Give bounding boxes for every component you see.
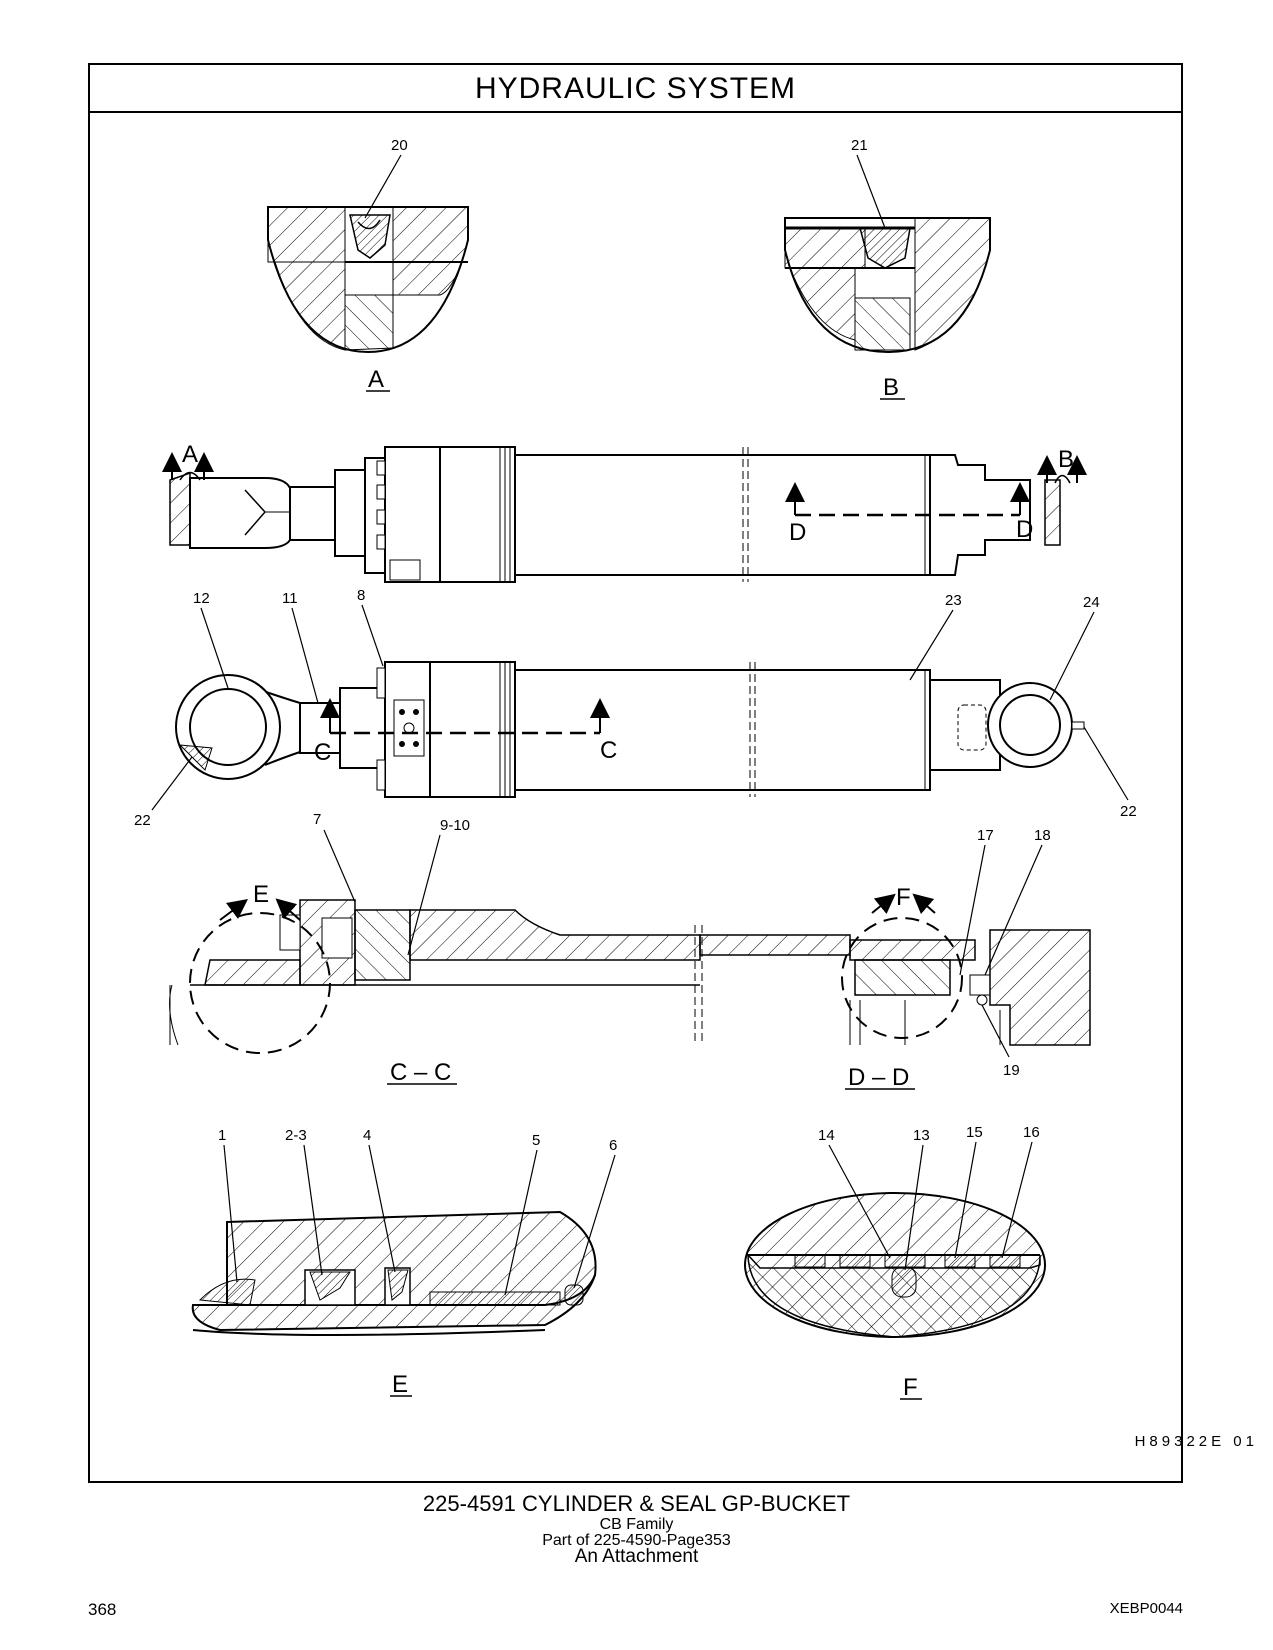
callout-21: 21 <box>851 137 868 154</box>
page-number: 368 <box>88 1600 117 1619</box>
callout-8: 8 <box>357 587 365 604</box>
section-marker-e: E <box>253 881 269 908</box>
attachment-note: An Attachment <box>574 1546 699 1567</box>
callout-17: 17 <box>977 827 994 844</box>
callout-5: 5 <box>532 1132 540 1149</box>
callout-4: 4 <box>363 1127 371 1144</box>
drawing-code: H89322E 01 <box>1134 1433 1258 1450</box>
part-family: CB Family <box>599 1516 674 1533</box>
view-label-e: E <box>392 1371 408 1398</box>
cylinder-top-view <box>162 446 1087 583</box>
section-marker-c-right: C <box>600 737 617 764</box>
section-marker-d-left: D <box>789 519 806 546</box>
part-of-reference: Part of 225-4590-Page353 <box>542 1532 731 1549</box>
callout-12: 12 <box>193 590 210 607</box>
cylinder-side-view <box>175 661 1085 798</box>
detail-b <box>784 217 991 354</box>
callout-19: 19 <box>1003 1062 1020 1079</box>
section-marker-b: B <box>1058 446 1074 473</box>
document-id: XEBP0044 <box>1109 1600 1183 1617</box>
callout-6: 6 <box>609 1137 617 1154</box>
view-label-a: A <box>368 366 384 393</box>
section-marker-a: A <box>182 441 198 468</box>
callout-18: 18 <box>1034 827 1051 844</box>
detail-a <box>267 206 469 354</box>
part-title: 225-4591 CYLINDER & SEAL GP-BUCKET <box>422 1491 851 1516</box>
callout-22-right: 22 <box>1120 803 1137 820</box>
drawing-frame: HYDRAULIC SYSTEM H89322E 01 <box>88 63 1254 1483</box>
callout-9-10: 9-10 <box>440 817 470 834</box>
section-marker-d-right: D <box>1016 516 1033 543</box>
callout-13: 13 <box>913 1127 930 1144</box>
callout-2-3: 2-3 <box>285 1127 307 1144</box>
callout-1: 1 <box>218 1127 226 1144</box>
view-label-f: F <box>903 1374 918 1401</box>
callout-11: 11 <box>282 590 298 607</box>
section-marker-f: F <box>896 884 911 911</box>
section-c-c <box>169 898 851 1054</box>
page-title: HYDRAULIC SYSTEM <box>90 65 1181 113</box>
callout-15: 15 <box>966 1124 983 1141</box>
section-d-d <box>841 893 1091 1046</box>
view-label-c-c: C – C <box>390 1059 451 1086</box>
callout-20: 20 <box>391 137 408 154</box>
section-marker-c-left: C <box>314 739 331 766</box>
detail-e <box>191 1210 597 1336</box>
callout-24: 24 <box>1083 594 1100 611</box>
callout-22-left: 22 <box>134 812 151 829</box>
view-label-d-d: D – D <box>848 1064 909 1091</box>
detail-f <box>744 1192 1046 1338</box>
callout-16: 16 <box>1023 1124 1040 1141</box>
view-label-b: B <box>883 374 899 401</box>
callout-7: 7 <box>313 811 321 828</box>
callout-14: 14 <box>818 1127 835 1144</box>
callout-23: 23 <box>945 592 962 609</box>
